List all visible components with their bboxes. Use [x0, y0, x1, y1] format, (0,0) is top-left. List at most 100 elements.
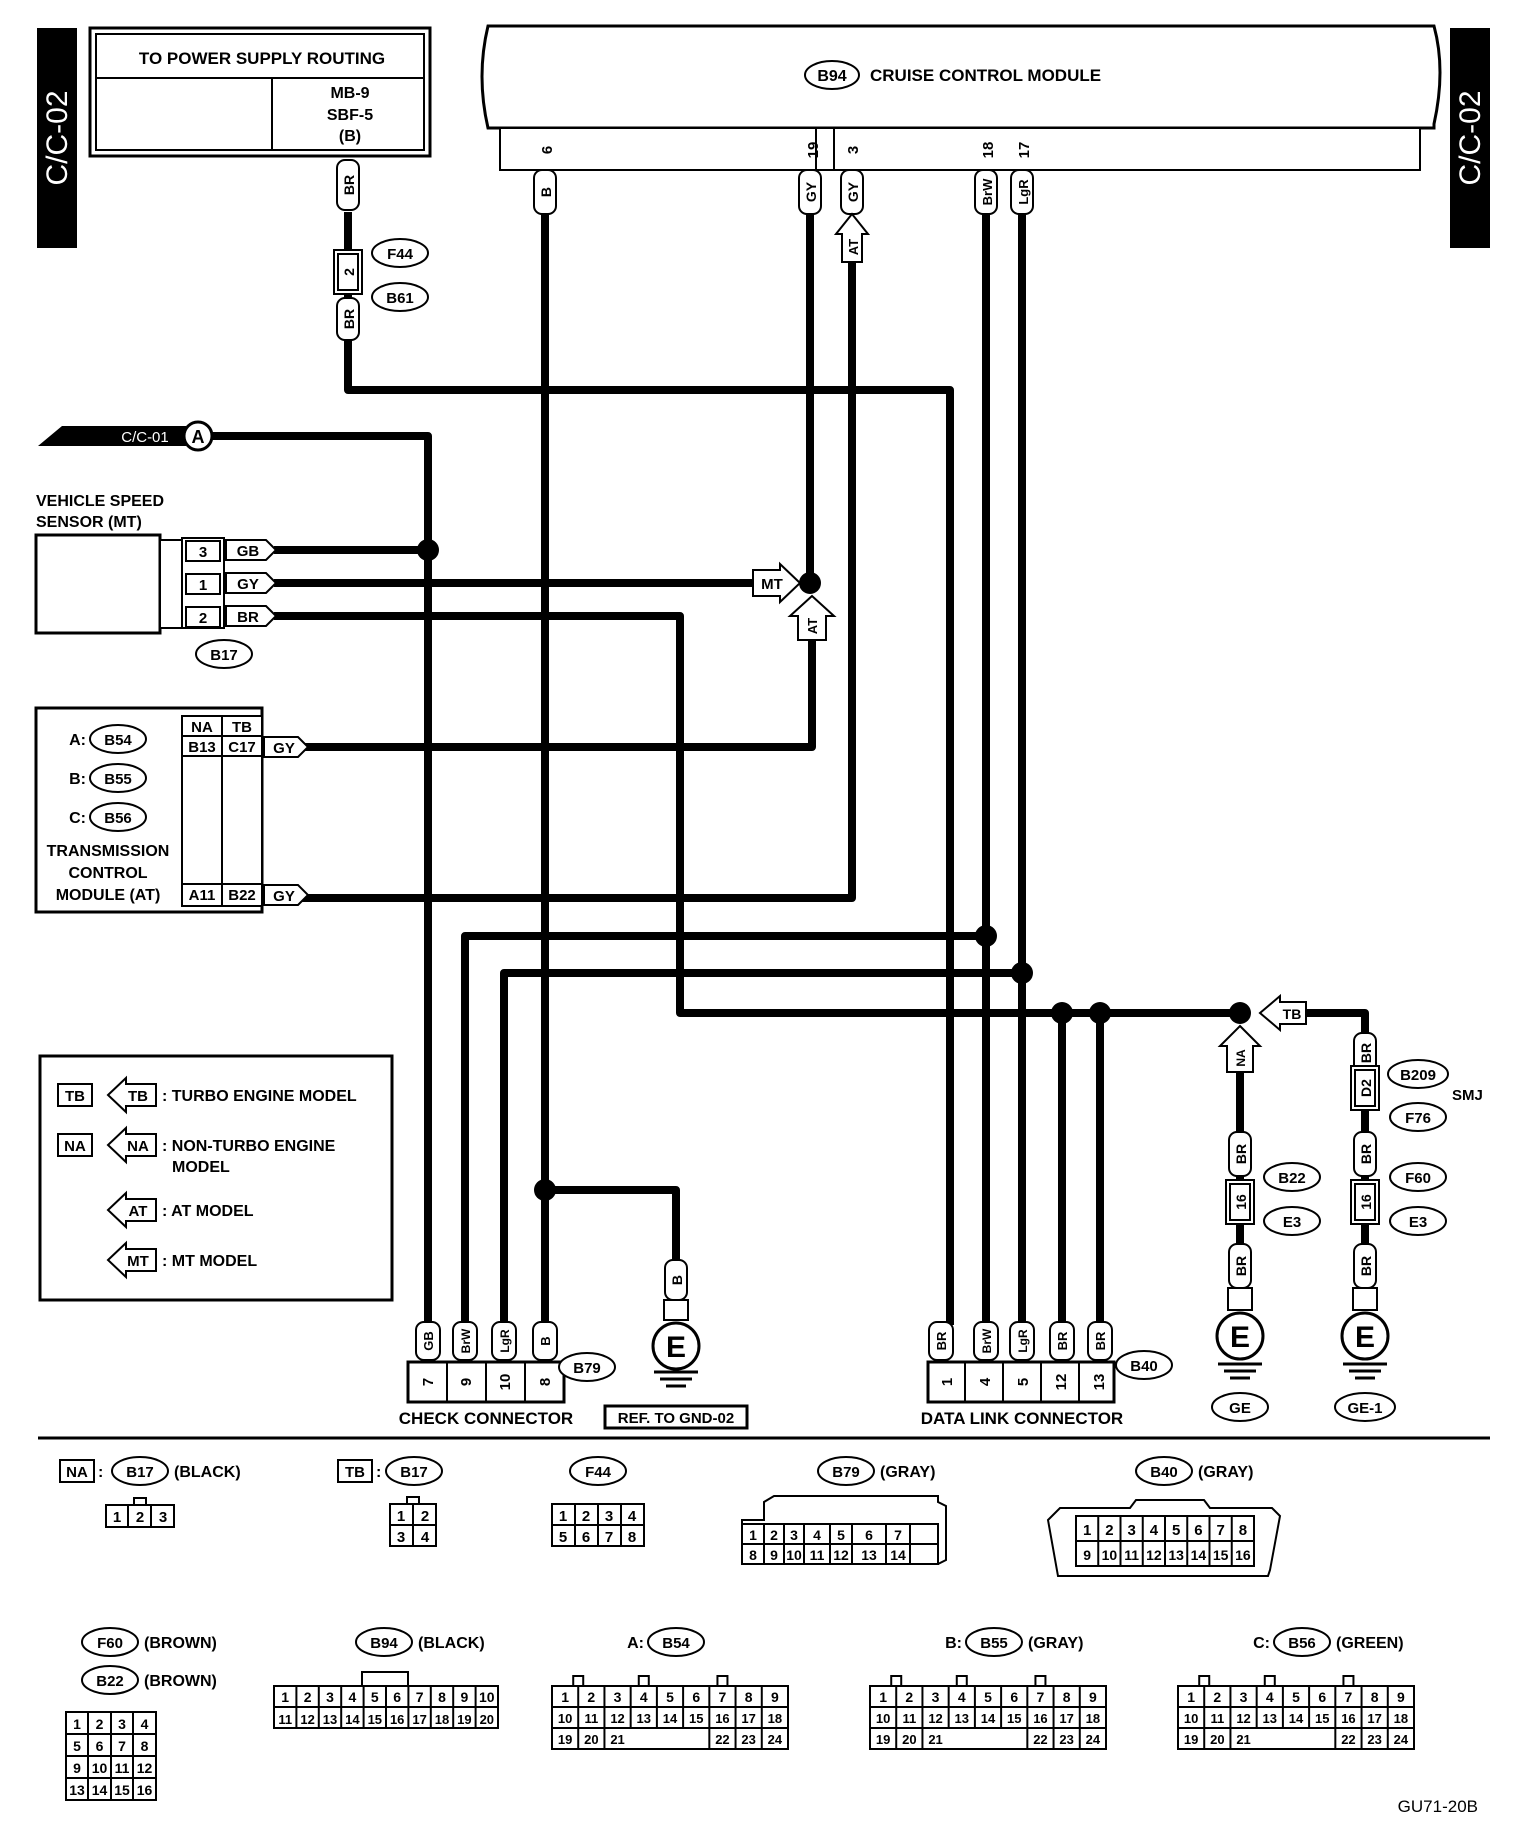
pin-label: 4 — [1266, 1689, 1274, 1705]
pin-label: 12 — [928, 1711, 942, 1726]
dlc-pin-4: 4 — [977, 1377, 994, 1386]
tcm-line2: CONTROL — [68, 865, 147, 882]
transmission-control-module: NA TB B13 C17 A11 B22 GY GY A: B54 B: B5… — [34, 706, 310, 914]
pin-label: 19 — [876, 1732, 890, 1747]
view-tb-b17-pin-1: 1 — [397, 1508, 405, 1525]
view-na-b17-pin-2: 2 — [136, 1509, 144, 1526]
view-b22-id: B22 — [96, 1673, 124, 1690]
tcm-top-color: GY — [273, 740, 295, 757]
pin-label: 9 — [1083, 1547, 1091, 1563]
dlc-id: B40 — [1130, 1358, 1158, 1375]
pin-label: 14 — [1289, 1711, 1304, 1726]
pin-label: 11 — [1210, 1711, 1224, 1726]
check-color-lgr: LgR — [498, 1329, 512, 1353]
ge1-label: GE-1 — [1347, 1400, 1382, 1417]
legend-na-text1: : NON-TURBO ENGINE — [162, 1138, 336, 1155]
pin-label: 6 — [393, 1689, 401, 1705]
pin-label: 14 — [345, 1712, 360, 1727]
right-side-label: C/C-02 — [1454, 90, 1487, 185]
pin-label: 17 — [1367, 1711, 1381, 1726]
wire-color-6: B — [538, 187, 554, 197]
view-f60-color: (BROWN) — [144, 1635, 217, 1652]
na-tag-ground-text: NA — [1234, 1049, 1248, 1067]
pin-label: 20 — [1210, 1732, 1224, 1747]
view-b55-prefix: B: — [945, 1635, 962, 1652]
wires — [210, 208, 1369, 1360]
offpage-ref: C/C-01 — [121, 429, 169, 446]
data-link-connector: BR BrW LgR BR BR 1 4 5 12 13 B40 DATA LI… — [921, 1321, 1173, 1428]
pin-label: 13 — [955, 1711, 969, 1726]
pin-label: 1 — [561, 1689, 569, 1705]
pin-label: 7 — [1037, 1689, 1045, 1705]
pin-label: 10 — [92, 1760, 108, 1776]
vss-pin-3: 3 — [199, 544, 207, 561]
tcm-top-na: B13 — [188, 739, 216, 756]
pin-label: 6 — [96, 1738, 104, 1754]
pin-label: 2 — [582, 1508, 590, 1525]
view-f44-id: F44 — [585, 1464, 612, 1481]
at-tag-module-text: AT — [846, 239, 861, 255]
pin-label: 3 — [790, 1527, 798, 1543]
pin-label: 16 — [137, 1782, 153, 1798]
module-id-oval — [804, 60, 860, 90]
pin-label: 16 — [715, 1711, 729, 1726]
vss-color-gb: GB — [237, 543, 260, 560]
pin-label: 10 — [786, 1547, 802, 1563]
mt-tag: MT — [752, 561, 802, 605]
pin-label: 20 — [902, 1732, 916, 1747]
pin-label: 10 — [479, 1689, 495, 1705]
ge-label: GE — [1229, 1400, 1251, 1417]
pin-label: 14 — [663, 1711, 678, 1726]
pin-label: 1 — [1187, 1689, 1195, 1705]
pin-label: 7 — [416, 1689, 424, 1705]
module-pin-19: 19 — [805, 142, 822, 159]
pin-label: 4 — [628, 1508, 637, 1525]
power-wire-pin: 2 — [341, 268, 357, 276]
pin-label: 11 — [584, 1711, 598, 1726]
conn-b61: B61 — [386, 290, 414, 307]
pin-label: 14 — [1191, 1547, 1207, 1563]
pin-label: 4 — [958, 1689, 966, 1705]
pin-label: 6 — [865, 1527, 873, 1543]
dlc-color-13: BR — [1093, 1331, 1108, 1350]
tb-tag-ground-text: TB — [1283, 1006, 1302, 1022]
left-side-tab — [37, 28, 77, 248]
dlc-color-1: BR — [934, 1331, 949, 1350]
view-b94-color: (BLACK) — [418, 1635, 485, 1652]
pin-label: 3 — [326, 1689, 334, 1705]
cruise-control-module: B94 CRUISE CONTROL MODULE — [480, 24, 1442, 171]
pin-label: 23 — [741, 1732, 755, 1747]
view-b56-id: B56 — [1288, 1635, 1316, 1652]
pin-label: 24 — [768, 1732, 783, 1747]
vss-color-gy: GY — [237, 576, 259, 593]
ground-ge: BR 16 BR B22 E3 E GE — [1211, 1131, 1321, 1422]
pin-label: 3 — [932, 1689, 940, 1705]
at-tag-splice-text: AT — [805, 618, 820, 634]
pin-label: 7 — [1216, 1522, 1224, 1539]
ge-pin: 16 — [1233, 1194, 1249, 1210]
ge-conn-a: B22 — [1278, 1170, 1306, 1187]
conn-f44: F44 — [387, 246, 414, 263]
ge1-pin-smj: D2 — [1358, 1079, 1374, 1097]
check-color-brw: BrW — [459, 1328, 473, 1353]
power-wire-connector: BR 2 BR F44 B61 — [333, 159, 429, 341]
pin-label: 15 — [368, 1712, 382, 1727]
pin-label: 8 — [1239, 1522, 1247, 1539]
pin-label: 19 — [1184, 1732, 1198, 1747]
ge-color-2: BR — [1233, 1256, 1249, 1276]
at-tag-splice: AT — [787, 594, 837, 641]
legend-tb-arrow: TB — [128, 1088, 148, 1105]
pin-label: 2 — [304, 1689, 312, 1705]
power-box-line1: MB-9 — [330, 85, 369, 102]
legend-na-arrow: NA — [127, 1138, 149, 1155]
pin-label: 5 — [984, 1689, 992, 1705]
pin-label: 6 — [1194, 1522, 1202, 1539]
pin-label: 1 — [559, 1508, 567, 1525]
pin-label: 8 — [141, 1738, 149, 1754]
pin-label: 9 — [1397, 1689, 1405, 1705]
